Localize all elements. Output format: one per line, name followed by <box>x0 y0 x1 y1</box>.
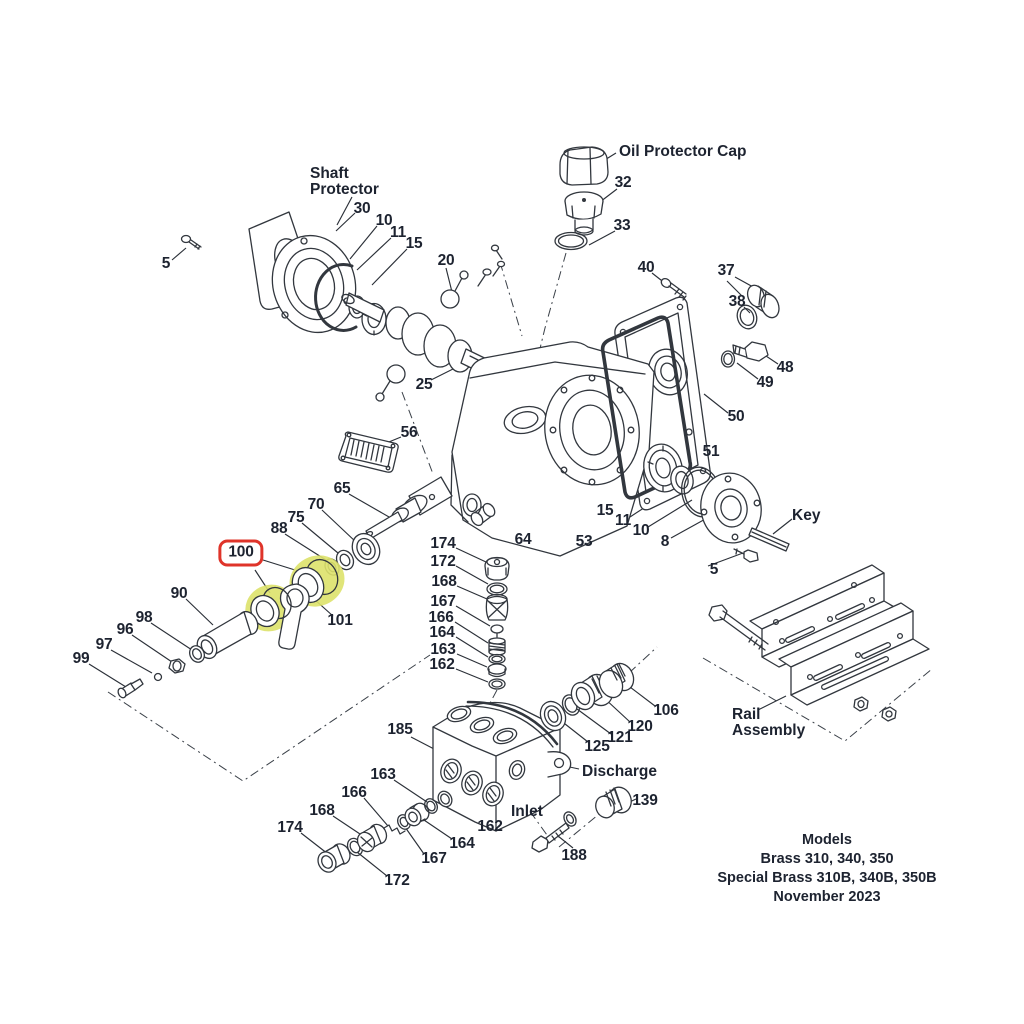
callout-139: 139 <box>632 792 658 809</box>
bolt-188 <box>531 811 577 853</box>
rail-assembly-group <box>708 564 930 722</box>
callout-11-right: 11 <box>615 512 631 529</box>
callout-166-upper: 166 <box>428 609 454 626</box>
callout-164-upper: 164 <box>429 624 455 641</box>
label-rail-assembly: Rail Assembly <box>732 707 805 739</box>
callout-37: 37 <box>717 262 735 279</box>
callout-88: 88 <box>270 520 288 537</box>
callout-15-right: 15 <box>596 502 614 519</box>
callout-167-upper: 167 <box>430 593 456 610</box>
crankcase-cover-tray <box>338 431 399 473</box>
callout-90: 90 <box>170 585 188 602</box>
callout-64: 64 <box>514 531 532 548</box>
crankshaft-group <box>341 244 507 402</box>
callout-188: 188 <box>561 847 587 864</box>
callout-8: 8 <box>660 533 670 550</box>
crankcase-body <box>450 341 655 557</box>
label-key: Key <box>792 507 821 524</box>
label-oil-protector-cap: Oil Protector Cap <box>619 143 747 160</box>
label-rail-assembly-line1: Rail <box>732 706 761 723</box>
label-discharge: Discharge <box>582 763 657 780</box>
callout-174-lower: 174 <box>277 819 303 836</box>
callout-5: 5 <box>161 255 171 272</box>
callout-174-upper: 174 <box>430 535 456 552</box>
phantom-axis-lines <box>107 252 933 848</box>
valve-stack-lower <box>317 790 453 873</box>
callout-51: 51 <box>702 443 720 460</box>
callout-65: 65 <box>333 480 351 497</box>
callout-32: 32 <box>614 174 632 191</box>
plunger-rod-group <box>324 476 453 576</box>
label-inlet: Inlet <box>511 803 543 820</box>
bearing-flange-group <box>643 443 790 563</box>
callout-98: 98 <box>135 609 153 626</box>
callout-50: 50 <box>727 408 745 425</box>
callout-162-upper: 162 <box>429 656 455 673</box>
label-rail-assembly-line2: Assembly <box>732 722 806 739</box>
callout-96: 96 <box>116 621 134 638</box>
model-info-special-models: Special Brass 310B, 340B, 350B <box>717 870 937 886</box>
label-shaft-protector-line1: Shaft <box>310 165 349 182</box>
callout-40: 40 <box>637 259 655 276</box>
callout-168-lower: 168 <box>309 802 335 819</box>
model-info-block: Models Brass 310, 340, 350 Special Brass… <box>662 831 992 907</box>
callout-185: 185 <box>387 721 413 738</box>
callout-48: 48 <box>776 359 794 376</box>
callout-166-lower: 166 <box>341 784 367 801</box>
callout-38: 38 <box>728 293 746 310</box>
discharge-valve-group <box>539 662 635 732</box>
shaft-protector-group <box>180 211 387 336</box>
callout-125: 125 <box>584 738 610 755</box>
callout-20: 20 <box>437 252 455 269</box>
manifold-block <box>432 700 572 832</box>
callout-163-upper: 163 <box>430 641 456 658</box>
callout-168-upper: 168 <box>431 573 457 590</box>
oil-cap-group <box>554 146 609 251</box>
callout-33: 33 <box>613 217 631 234</box>
plug-139 <box>595 786 632 819</box>
callout-53: 53 <box>575 533 593 550</box>
callout-70: 70 <box>307 496 325 513</box>
callout-172-lower: 172 <box>384 872 410 889</box>
model-info-models: Brass 310, 340, 350 <box>760 851 894 867</box>
callout-30: 30 <box>353 200 371 217</box>
callout-162-lower: 162 <box>477 818 503 835</box>
callout-121: 121 <box>607 729 633 746</box>
callout-25: 25 <box>415 376 433 393</box>
label-shaft-protector-line2: Protector <box>310 181 379 198</box>
callout-97: 97 <box>95 636 113 653</box>
label-shaft-protector: Shaft Protector <box>310 166 379 198</box>
callout-75: 75 <box>287 509 305 526</box>
callout-120: 120 <box>627 718 653 735</box>
callout-56: 56 <box>400 424 418 441</box>
valve-stack-upper <box>484 556 510 690</box>
rear-cover-gasket <box>600 315 693 500</box>
callout-11: 11 <box>390 224 406 241</box>
callout-164-lower: 164 <box>449 835 475 852</box>
callout-15: 15 <box>405 235 423 252</box>
callout-10-right: 10 <box>632 522 650 539</box>
callout-101: 101 <box>327 612 353 629</box>
callout-10: 10 <box>375 212 393 229</box>
plunger-kit-group <box>117 555 345 699</box>
callout-172-upper: 172 <box>430 553 456 570</box>
callout-99: 99 <box>72 650 90 667</box>
callout-49: 49 <box>756 374 774 391</box>
callout-163-lower: 163 <box>370 766 396 783</box>
callout-5-right: 5 <box>709 561 719 578</box>
model-info-title: Models <box>802 832 852 848</box>
highlighted-callout-100: 100 <box>218 539 264 567</box>
model-info-date: November 2023 <box>773 889 881 905</box>
callout-167-lower: 167 <box>421 850 447 867</box>
callout-106: 106 <box>653 702 679 719</box>
